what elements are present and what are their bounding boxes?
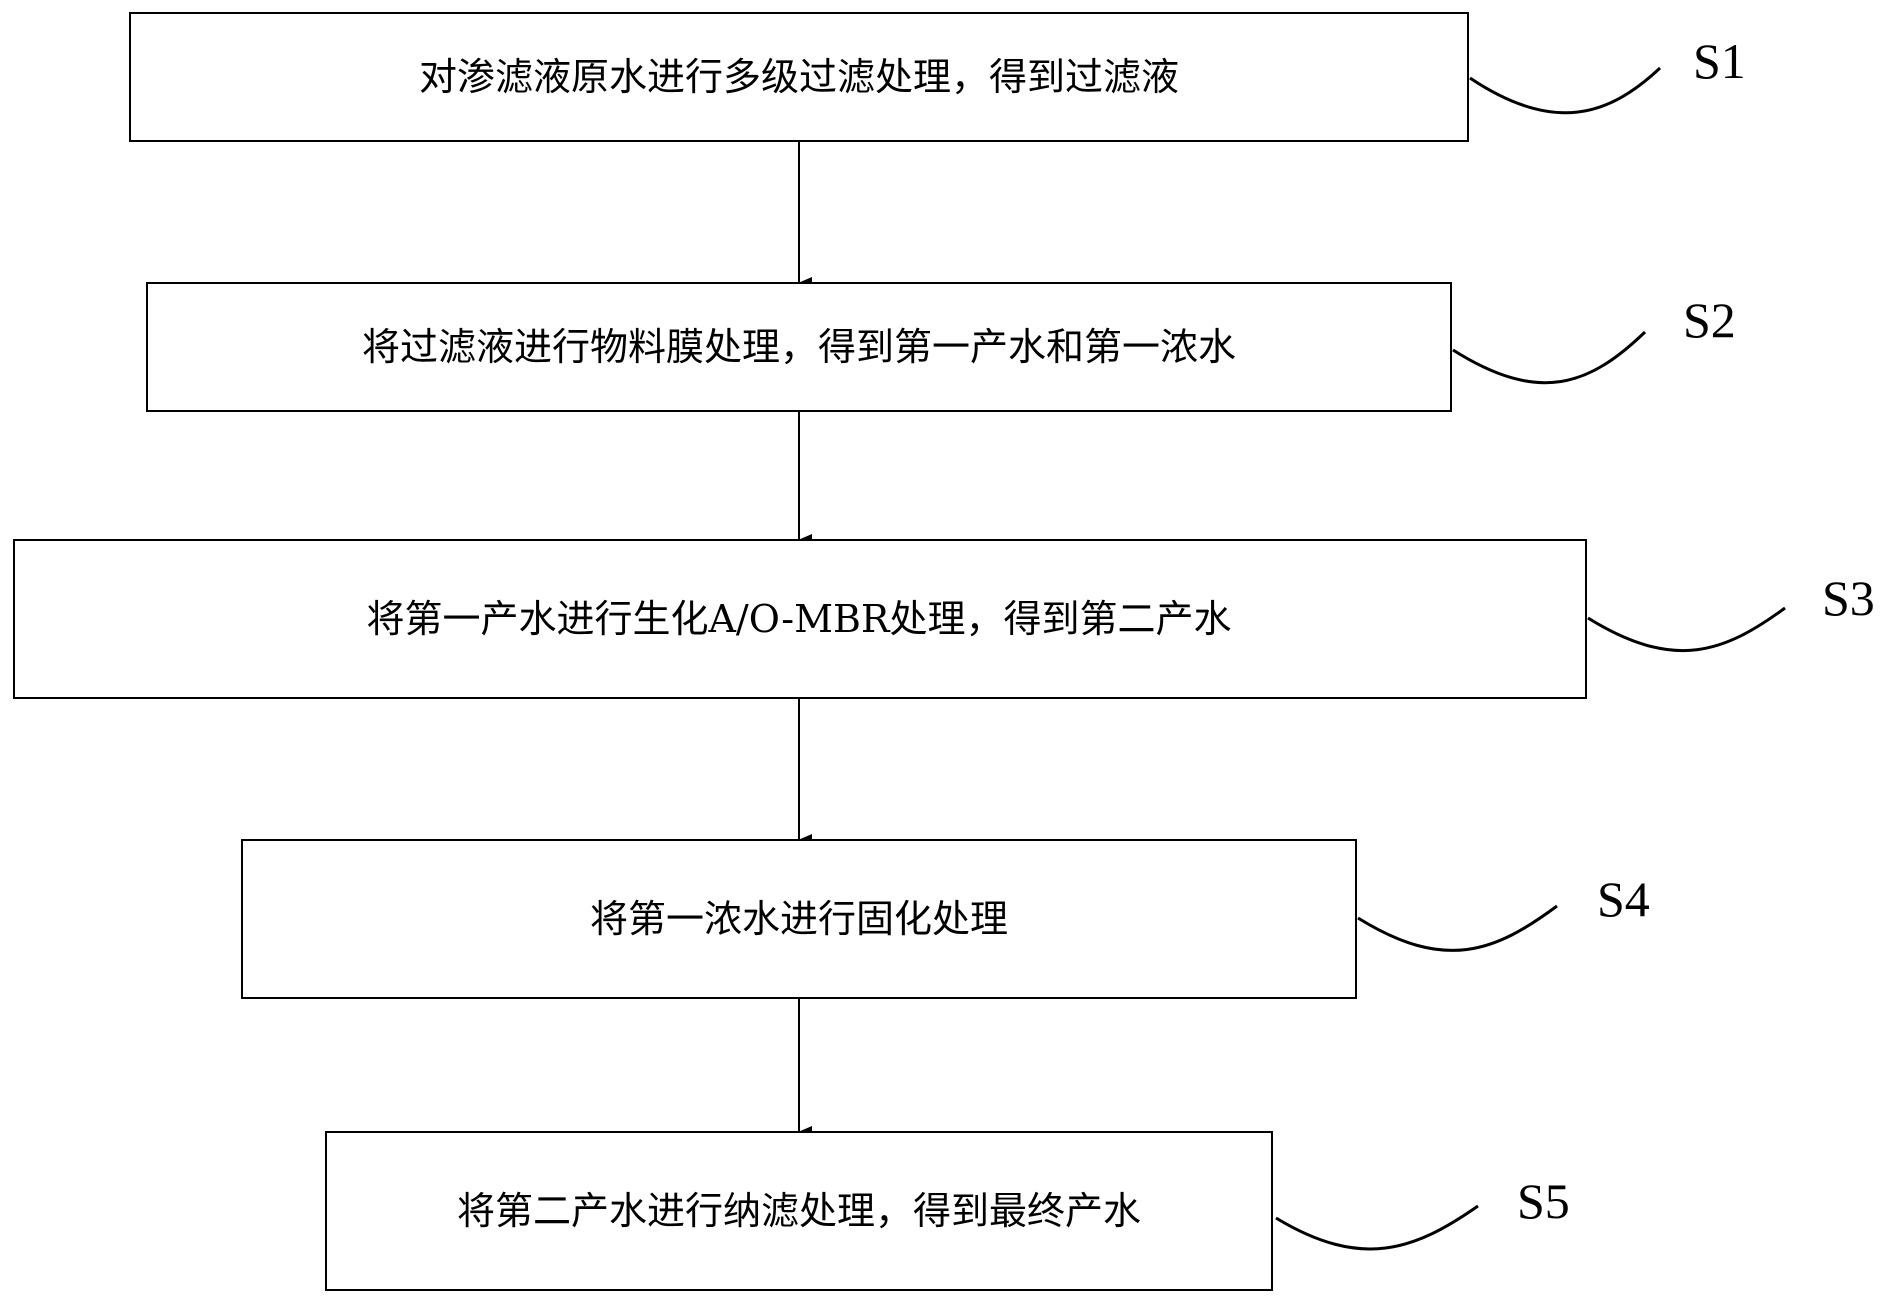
step-label-2: S2 — [1683, 292, 1736, 348]
step-box-1 — [129, 12, 1469, 142]
step-text-5: 将第二产水进行纳滤处理，得到最终产水 — [457, 1189, 1141, 1233]
step-label-3: S3 — [1822, 570, 1875, 626]
step-text-4: 将第一浓水进行固化处理 — [590, 897, 1008, 941]
step-label-4: S4 — [1597, 871, 1650, 927]
step-label-5: S5 — [1517, 1173, 1570, 1229]
step-leader-5 — [1275, 1204, 1479, 1251]
step-box-4 — [241, 839, 1357, 999]
step-leader-4 — [1357, 904, 1558, 952]
step-box-3 — [13, 539, 1587, 699]
step-5: 将第二产水进行纳滤处理，得到最终产水 S5 — [325, 1131, 1570, 1291]
step-label-1: S1 — [1693, 33, 1746, 89]
step-text-2: 将过滤液进行物料膜处理，得到第一产水和第一浓水 — [362, 325, 1236, 369]
step-text-1: 对渗滤液原水进行多级过滤处理，得到过滤液 — [419, 55, 1179, 99]
step-box-2 — [146, 282, 1452, 412]
step-3: 将第一产水进行生化A/O-MBR处理，得到第二产水 S3 — [13, 539, 1875, 699]
step-leader-1 — [1469, 66, 1662, 115]
step-leader-2 — [1452, 330, 1647, 385]
step-1: 对渗滤液原水进行多级过滤处理，得到过滤液 S1 — [129, 12, 1746, 142]
step-leader-3 — [1587, 606, 1786, 653]
step-text-3: 将第一产水进行生化A/O-MBR处理，得到第二产水 — [366, 597, 1231, 641]
step-2: 将过滤液进行物料膜处理，得到第一产水和第一浓水 S2 — [146, 282, 1736, 412]
step-box-5 — [325, 1131, 1273, 1291]
step-4: 将第一浓水进行固化处理 S4 — [241, 839, 1650, 999]
